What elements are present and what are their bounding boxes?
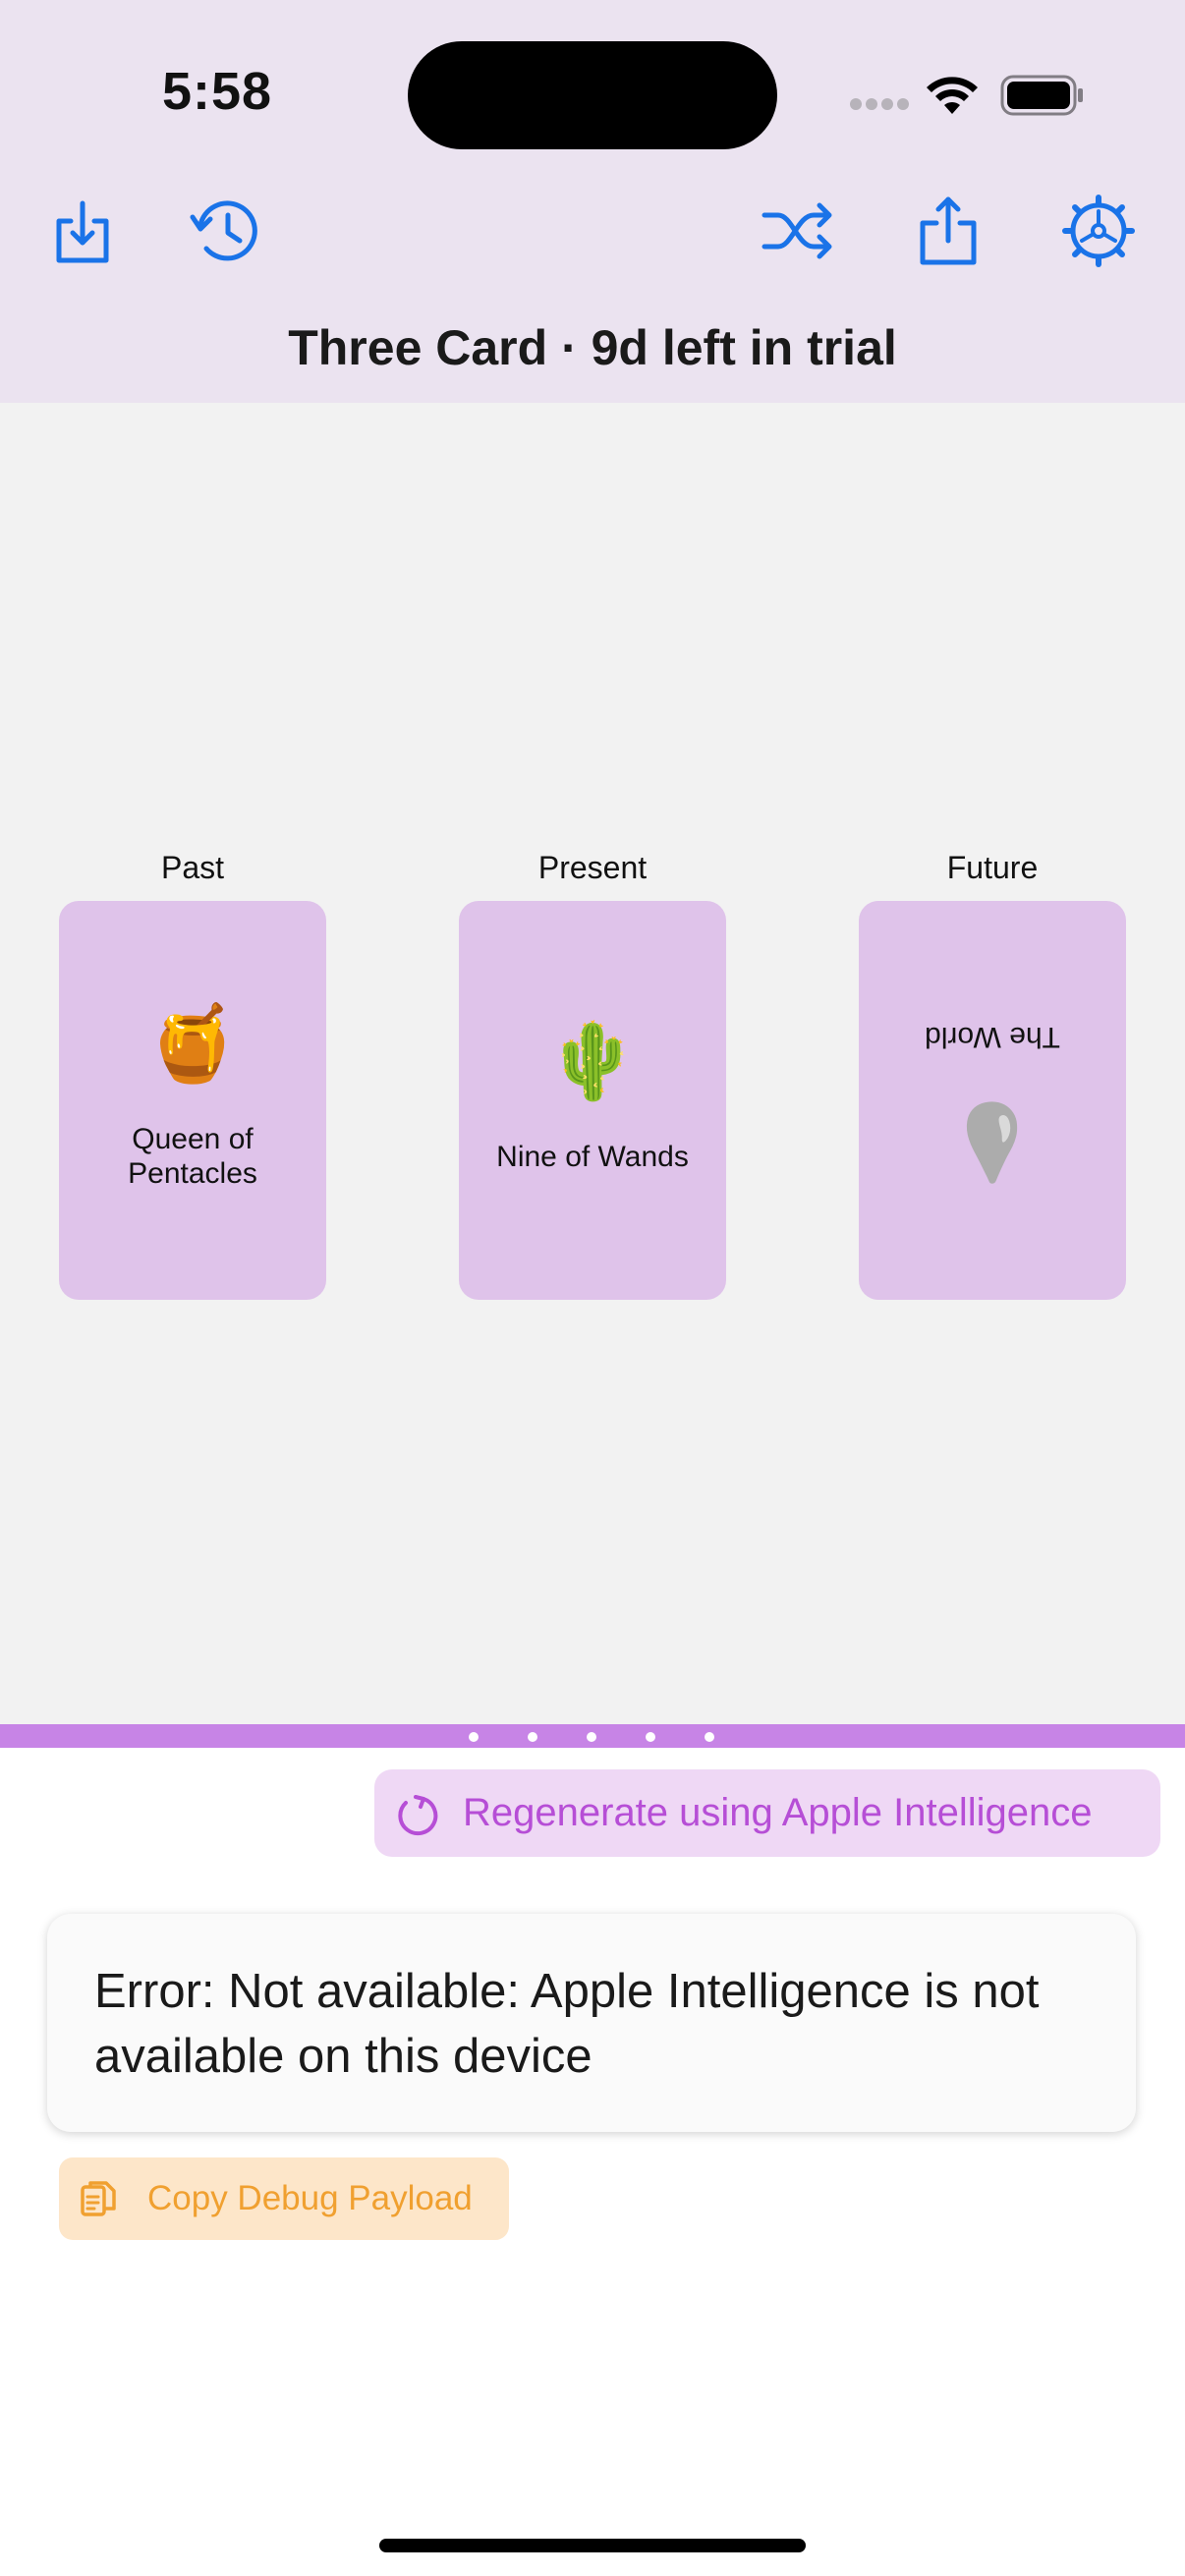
settings-icon (1062, 195, 1135, 267)
honey-pot-icon: 🍯 (145, 1002, 240, 1086)
page-dot (587, 1732, 596, 1742)
error-message: Error: Not available: Apple Intelligence… (94, 1965, 1040, 2083)
position-label-present: Present (537, 850, 648, 885)
card-name: The World (925, 1021, 1060, 1053)
card-present[interactable]: 🌵 Nine of Wands (459, 901, 726, 1300)
settings-button[interactable] (1059, 192, 1138, 270)
regenerate-button[interactable]: Regenerate using Apple Intelligence (374, 1769, 1160, 1857)
page-dot (705, 1732, 714, 1742)
cellular-signal-icon (850, 98, 909, 112)
wifi-icon (927, 77, 978, 114)
page-dot (528, 1732, 537, 1742)
resize-handle[interactable] (0, 1724, 1185, 1748)
card-future-reversed[interactable]: 💧 The World (859, 901, 1126, 1300)
the-world-icon: 💧 (945, 1100, 1040, 1184)
status-time: 5:58 (162, 62, 273, 121)
history-button[interactable] (187, 192, 265, 270)
share-button[interactable] (909, 192, 988, 270)
cactus-icon: 🌵 (545, 1020, 640, 1103)
position-label-future: Future (946, 850, 1039, 885)
card-name: Nine of Wands (496, 1141, 689, 1173)
position-label-past: Past (160, 850, 225, 885)
shuffle-icon (762, 202, 832, 259)
home-indicator[interactable] (379, 2539, 806, 2552)
download-icon (56, 200, 109, 263)
battery-icon (1000, 75, 1083, 116)
refresh-icon (398, 1794, 438, 1835)
regenerate-label: Regenerate using Apple Intelligence (463, 1791, 1093, 1834)
dynamic-island (408, 41, 777, 149)
top-bar: 5:58 (0, 0, 1185, 403)
history-icon (190, 200, 257, 261)
spread-board: Past 🍯 Queen of Pentacles Present 🌵 Nine… (0, 403, 1185, 1724)
error-message-box: Error: Not available: Apple Intelligence… (47, 1914, 1136, 2132)
copy-debug-label: Copy Debug Payload (147, 2179, 473, 2217)
card-past[interactable]: 🍯 Queen of Pentacles (59, 901, 326, 1300)
page-dot (469, 1732, 479, 1742)
share-icon (920, 196, 977, 265)
copy-icon (81, 2181, 116, 2216)
download-button[interactable] (43, 192, 122, 270)
card-name: Queen of Pentacles (128, 1123, 257, 1190)
page-title: Three Card · 9d left in trial (288, 320, 897, 375)
copy-debug-payload-button[interactable]: Copy Debug Payload (59, 2157, 509, 2240)
page-dot (646, 1732, 655, 1742)
shuffle-button[interactable] (759, 192, 837, 270)
